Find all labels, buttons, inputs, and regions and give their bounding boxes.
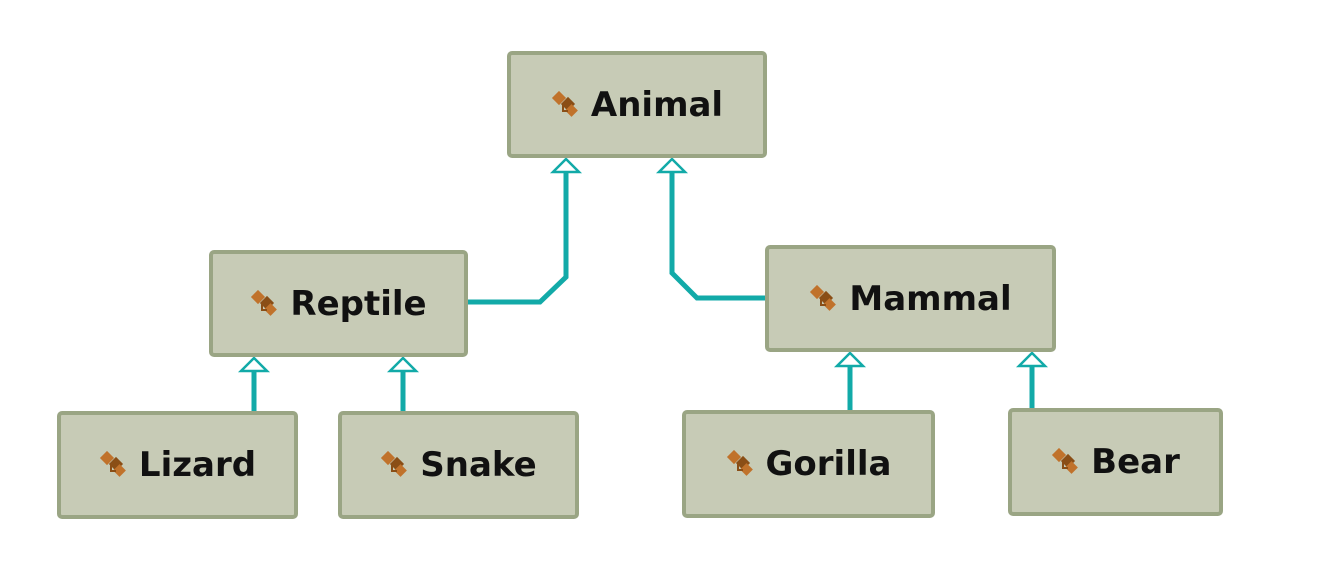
edge-reptile-animal: [468, 172, 569, 305]
class-icon: [1052, 448, 1079, 474]
arrowhead-lizard-reptile: [237, 356, 271, 373]
class-node-snake[interactable]: Snake: [338, 411, 579, 519]
class-icon: [810, 284, 837, 311]
class-node-lizard[interactable]: Lizard: [57, 411, 298, 519]
class-name: Gorilla: [765, 444, 892, 484]
class-name: Reptile: [290, 283, 427, 324]
edge-mammal-animal: [669, 172, 765, 301]
class-node-mammal[interactable]: Mammal: [765, 245, 1056, 352]
arrowhead-gorilla-mammal: [833, 351, 867, 368]
class-icon: [251, 289, 278, 316]
class-name: Mammal: [849, 278, 1012, 319]
class-node-bear[interactable]: Bear: [1008, 408, 1223, 516]
class-icon: [99, 451, 126, 477]
class-icon: [381, 451, 408, 477]
arrowhead-bear-mammal: [1015, 351, 1049, 368]
class-name: Bear: [1091, 442, 1180, 482]
class-node-reptile[interactable]: Reptile: [209, 250, 468, 357]
class-name: Lizard: [138, 445, 257, 485]
arrowhead-reptile-animal: [549, 157, 583, 174]
arrowhead-snake-reptile: [386, 356, 420, 373]
arrowhead-mammal-animal: [655, 157, 689, 174]
class-node-animal[interactable]: Animal: [507, 51, 767, 158]
class-icon: [551, 90, 578, 117]
class-name: Animal: [590, 84, 724, 125]
class-node-gorilla[interactable]: Gorilla: [682, 410, 935, 518]
class-icon: [726, 450, 753, 476]
class-name: Snake: [420, 445, 537, 485]
